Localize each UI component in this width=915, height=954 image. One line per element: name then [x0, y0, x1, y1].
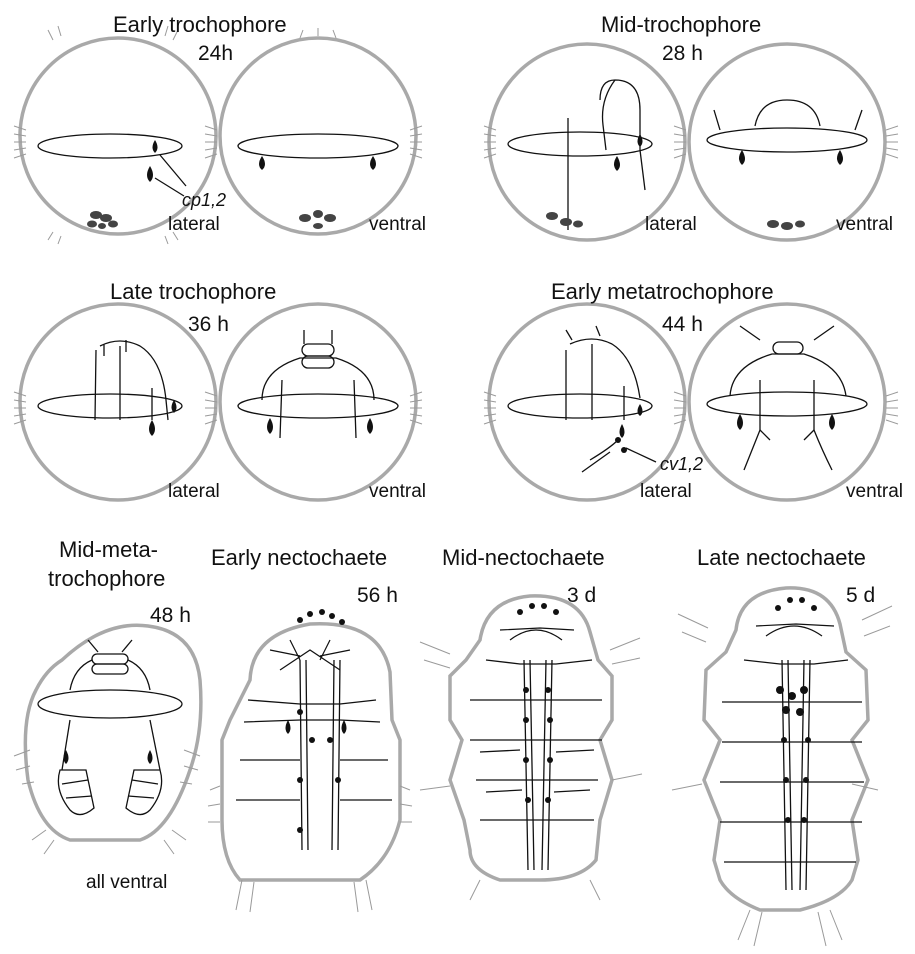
stage-time-early-metatrochophore: 44 h	[662, 313, 703, 337]
stage-title-early-trochophore: Early trochophore	[113, 12, 287, 38]
stage-time-early-nectochaete: 56 h	[357, 584, 398, 608]
stage-time-mid-nectochaete: 3 d	[567, 584, 596, 608]
mid-nectochaete-drawing	[420, 596, 642, 900]
early-metatrochophore-lateral-drawing	[484, 304, 685, 500]
early-metatrochophore-ventral-drawing	[674, 304, 898, 500]
annotation-cv: cv1,2	[660, 454, 703, 475]
view-label-ventral-1: ventral	[369, 214, 426, 236]
stage-time-late-nectochaete: 5 d	[846, 584, 875, 608]
view-label-lateral-4: lateral	[640, 481, 692, 503]
stage-time-mid-trochophore: 28 h	[662, 42, 703, 66]
stage-time-early-trochophore: 24h	[198, 42, 233, 66]
annotation-cp: cp1,2	[182, 190, 226, 211]
mid-metatrochophore-drawing	[14, 625, 201, 854]
early-trochophore-ventral-drawing	[205, 28, 422, 234]
stage-title-early-metatrochophore: Early metatrochophore	[551, 279, 774, 305]
early-trochophore-lateral-drawing	[14, 26, 216, 244]
stage-title-early-nectochaete: Early nectochaete	[211, 545, 387, 571]
view-label-lateral-1: lateral	[168, 214, 220, 236]
view-label-lateral-2: lateral	[645, 214, 697, 236]
mid-trochophore-lateral-drawing	[484, 44, 685, 240]
stage-title-mid-nectochaete: Mid-nectochaete	[442, 545, 605, 571]
stage-time-mid-metatrochophore: 48 h	[150, 604, 191, 628]
early-nectochaete-drawing	[208, 609, 412, 912]
late-nectochaete-drawing	[672, 588, 892, 946]
stage-title-mid-metatrochophore-line1: Mid-meta-	[59, 537, 158, 563]
view-label-ventral-2: ventral	[836, 214, 893, 236]
mid-trochophore-ventral-drawing	[674, 44, 898, 240]
view-label-ventral-3: ventral	[369, 481, 426, 503]
stage-title-late-nectochaete: Late nectochaete	[697, 545, 866, 571]
stage-title-late-trochophore: Late trochophore	[110, 279, 276, 305]
late-trochophore-ventral-drawing	[205, 304, 422, 500]
footer-note: all ventral	[86, 872, 167, 894]
stage-title-mid-trochophore: Mid-trochophore	[601, 12, 761, 38]
view-label-lateral-3: lateral	[168, 481, 220, 503]
view-label-ventral-4: ventral	[846, 481, 903, 503]
stage-time-late-trochophore: 36 h	[188, 313, 229, 337]
late-trochophore-lateral-drawing	[14, 304, 216, 500]
stage-title-mid-metatrochophore-line2: trochophore	[48, 566, 165, 592]
